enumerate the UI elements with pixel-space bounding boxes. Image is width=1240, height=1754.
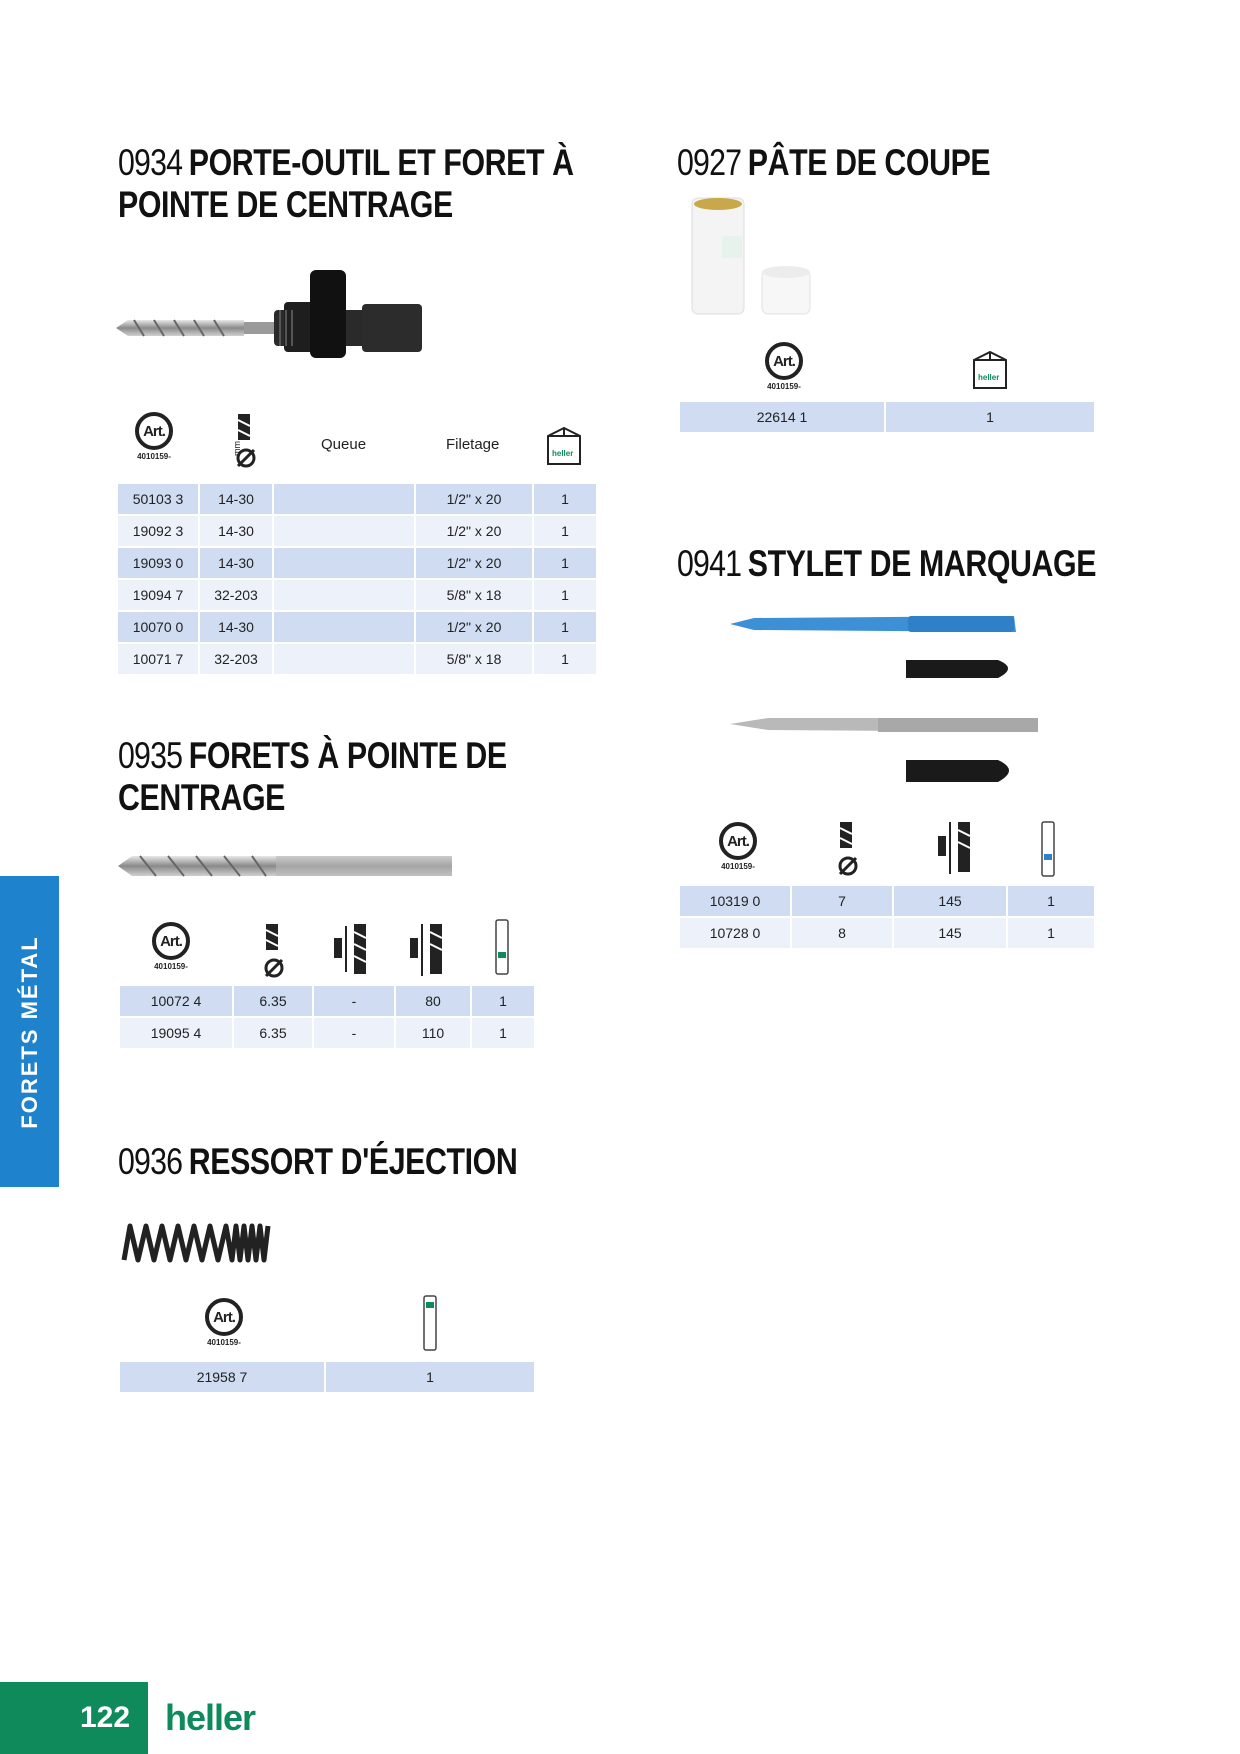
table-row: 10071 7 32-203 5/8" x 18 1 [118, 644, 596, 674]
table-row: 19094 7 32-203 5/8" x 18 1 [118, 580, 596, 610]
svg-text:heller: heller [552, 449, 573, 458]
product-title: STYLET DE MARQUAGE [747, 543, 1097, 584]
marking-scriber-image [730, 616, 1038, 782]
flute-length-icon [334, 924, 367, 974]
diameter-mm-icon [838, 822, 858, 876]
product-code: 0936 [118, 1141, 183, 1182]
article-number-icon: Art. 4010159- [128, 412, 180, 468]
table-0935: 10072 4 6.35 - 80 1 19095 4 6.35 - 110 1 [118, 984, 536, 1050]
svg-text:heller: heller [978, 373, 999, 382]
table-row: 10319 0 7 145 1 [680, 886, 1094, 916]
brand-logo: heller [165, 1697, 256, 1738]
icon-header-0941: Art. 4010159- [712, 822, 764, 878]
total-length-icon [938, 822, 971, 874]
product-title: RESSORT D'ÉJECTION [188, 1141, 518, 1182]
table-row: 19093 0 14-30 1/2" x 20 1 [118, 548, 596, 578]
article-number-icon: Art. 4010159- [712, 822, 764, 878]
total-length-icon [410, 924, 443, 976]
article-number-icon: Art. 4010159- [758, 342, 810, 398]
table-row: 22614 1 1 [680, 402, 1094, 432]
product-title: PORTE-OUTIL ET FORET À [188, 142, 574, 183]
icon-header-0934: Art. 4010159- [128, 412, 180, 468]
pilot-drill-image [118, 855, 452, 877]
svg-text:mm: mm [232, 441, 242, 456]
hole-saw-arbor-image [116, 270, 422, 358]
product-title: FORETS À POINTE DE [188, 735, 507, 776]
article-number-icon: Art. 4010159- [198, 1298, 250, 1354]
product-title-line2: POINTE DE CENTRAGE [118, 184, 453, 225]
page-number-box [0, 1682, 148, 1754]
package-box-icon: heller [973, 350, 1007, 389]
table-row: 10070 0 14-30 1/2" x 20 1 [118, 612, 596, 642]
page-number: 122 [80, 1701, 131, 1734]
ejection-spring-image [121, 1223, 271, 1263]
table-0934: 50103 3 14-30 1/2" x 20 1 19092 3 14-30 … [116, 482, 598, 676]
tube-pack-icon [423, 1295, 437, 1351]
diameter-mm-icon [264, 924, 284, 978]
diameter-mm-icon: mm [232, 414, 256, 468]
icon-header-0936: Art. 4010159- [198, 1298, 250, 1354]
column-header-queue: Queue [321, 436, 367, 453]
product-code: 0935 [118, 735, 183, 776]
icon-header-0935: Art. 4010159- [145, 922, 197, 978]
table-0936: 21958 7 1 [118, 1360, 536, 1394]
column-header-filetage: Filetage [446, 436, 500, 453]
table-row: 10072 4 6.35 - 80 1 [120, 986, 534, 1016]
table-0927: 22614 1 1 [678, 400, 1096, 434]
section-tab-label: FORETS MÉTAL [17, 935, 42, 1129]
table-row: 19095 4 6.35 - 110 1 [120, 1018, 534, 1048]
product-code: 0927 [677, 142, 742, 183]
cutting-paste-image [691, 197, 811, 315]
table-row: 10728 0 8 145 1 [680, 918, 1094, 948]
icon-header-0927: Art. 4010159- [758, 342, 810, 398]
tube-pack-icon [1041, 821, 1055, 877]
tube-pack-icon [495, 919, 509, 975]
product-title: PÂTE DE COUPE [747, 142, 991, 183]
article-number-icon: Art. 4010159- [145, 922, 197, 978]
table-row: 19092 3 14-30 1/2" x 20 1 [118, 516, 596, 546]
package-box-icon: heller [547, 426, 581, 465]
section-tab [0, 876, 59, 1187]
table-row: 21958 7 1 [120, 1362, 534, 1392]
table-row: 50103 3 14-30 1/2" x 20 1 [118, 484, 596, 514]
product-code: 0934 [118, 142, 183, 183]
product-title-line2: CENTRAGE [118, 777, 285, 818]
product-code: 0941 [677, 543, 742, 584]
table-0941: 10319 0 7 145 1 10728 0 8 145 1 [678, 884, 1096, 950]
